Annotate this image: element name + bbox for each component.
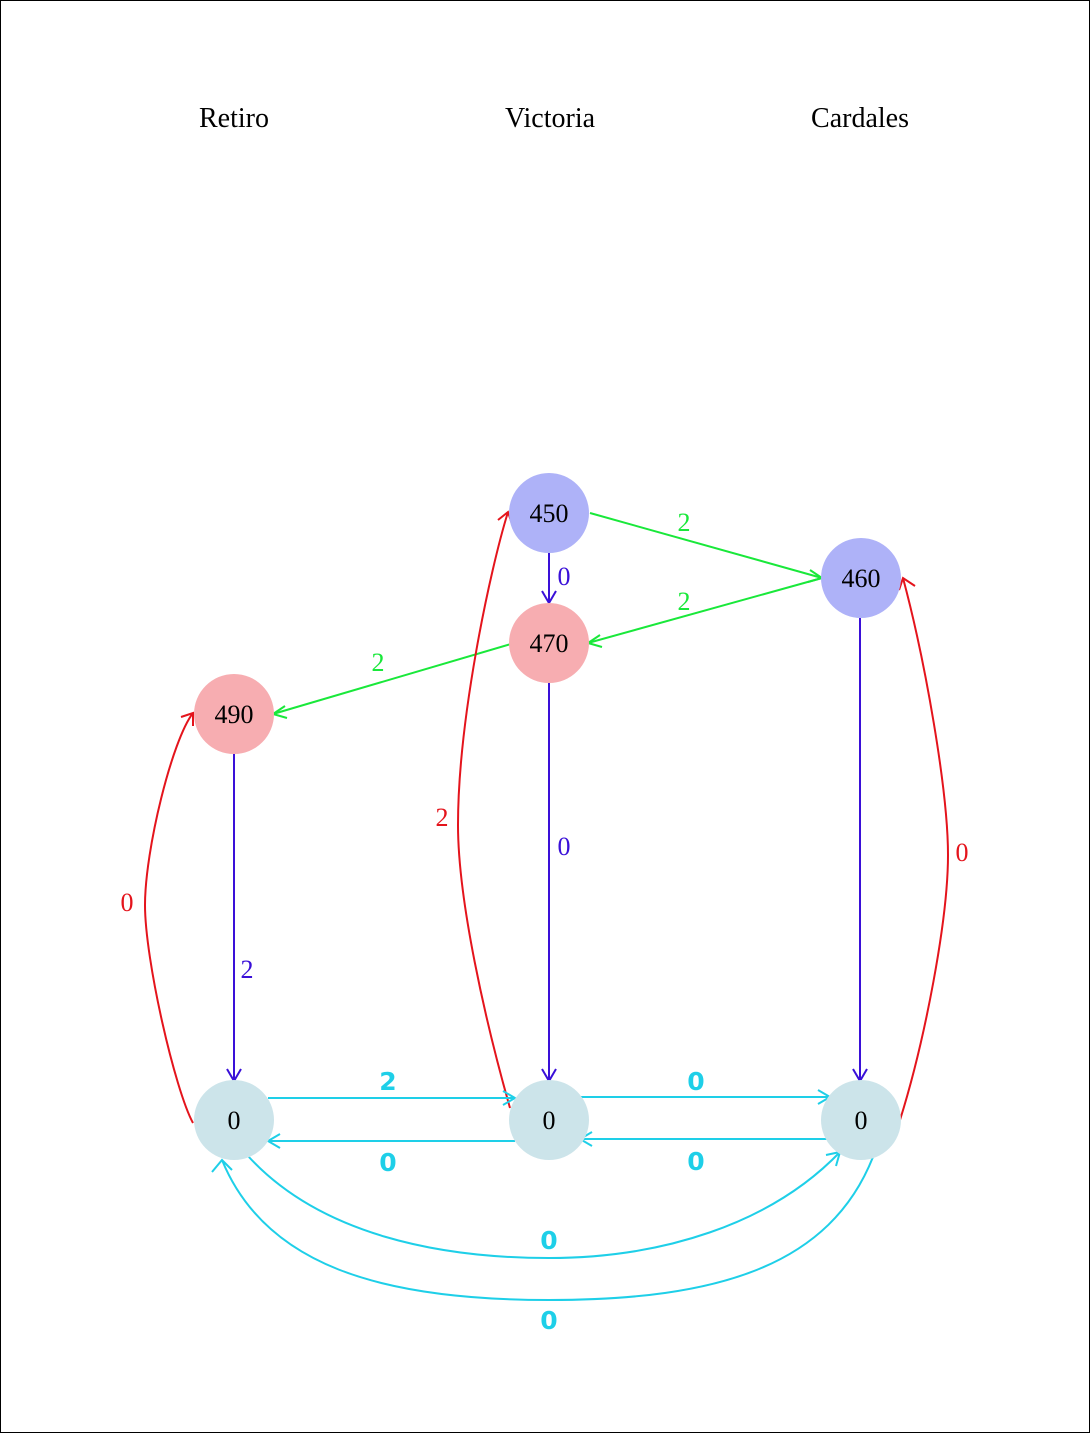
- edge-bottom-cardales-bottom-victoria: [578, 1131, 830, 1147]
- edge-label-450-470: 0: [558, 562, 571, 591]
- edge-450-460: [589, 512, 825, 583]
- node-bottom-retiro: 0: [194, 1080, 274, 1160]
- node-bottom-cardales-label: 0: [855, 1106, 868, 1135]
- node-490-label: 490: [215, 700, 254, 729]
- node-460: 460: [821, 538, 901, 618]
- edge-label-bottom-victoria-450: 2: [436, 803, 449, 832]
- node-450-label: 450: [530, 499, 569, 528]
- edge-450-470: [541, 553, 557, 605]
- edge-460-bottom-cardales: [852, 618, 868, 1083]
- edge-bottom-victoria-bottom-retiro: [266, 1133, 515, 1149]
- station-victoria: Victoria: [505, 103, 596, 134]
- station-retiro: Retiro: [199, 103, 269, 134]
- edge-label-bc-bv: 0: [687, 1147, 704, 1176]
- edge-label-470-490: 2: [372, 648, 385, 677]
- edge-label-bv-br: 0: [379, 1148, 396, 1177]
- node-bottom-victoria-label: 0: [543, 1106, 556, 1135]
- edge-label-450-460: 2: [678, 508, 691, 537]
- edge-label-bottom-retiro-490: 0: [121, 888, 134, 917]
- edge-label-460-470: 2: [678, 587, 691, 616]
- edge-label-br-bc: 0: [540, 1226, 557, 1255]
- edge-470-bottom-victoria: [541, 683, 557, 1083]
- edge-bottom-cardales-bottom-retiro: [211, 1156, 874, 1302]
- node-470: 470: [509, 603, 589, 683]
- edge-460-470: [585, 577, 823, 648]
- edge-bottom-victoria-450: [456, 510, 513, 1109]
- edge-label-bv-bc: 0: [687, 1067, 704, 1096]
- station-cardales: Cardales: [811, 103, 909, 134]
- node-460-label: 460: [842, 564, 881, 593]
- node-bottom-retiro-label: 0: [228, 1106, 241, 1135]
- node-bottom-cardales: 0: [821, 1080, 901, 1160]
- node-450: 450: [509, 473, 589, 553]
- edge-bottom-retiro-490: [143, 711, 194, 1124]
- edge-label-bottom-cardales-460: 0: [956, 838, 969, 867]
- edge-bottom-cardales-460: [898, 576, 950, 1121]
- node-470-label: 470: [530, 629, 569, 658]
- edge-490-bottom-retiro: [226, 754, 242, 1083]
- node-bottom-victoria: 0: [509, 1080, 589, 1160]
- edge-label-490-bottom-retiro: 2: [241, 955, 254, 984]
- edge-label-470-bottom-victoria: 0: [558, 832, 571, 861]
- node-490: 490: [194, 674, 274, 754]
- edge-label-br-bv: 2: [379, 1067, 396, 1096]
- edge-bottom-retiro-bottom-victoria: [268, 1090, 517, 1106]
- edge-bottom-victoria-bottom-cardales: [580, 1089, 832, 1105]
- edge-label-bc-br: 0: [540, 1306, 557, 1335]
